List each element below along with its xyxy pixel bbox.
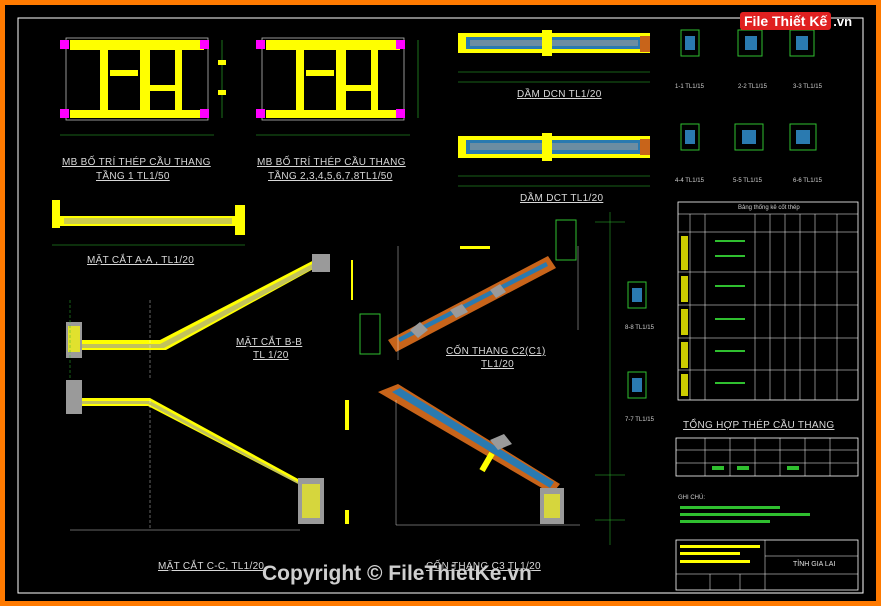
section-label-2-2: 2-2 TL1/15 xyxy=(738,84,767,90)
flight-c2 xyxy=(359,219,579,360)
section-cc-title: MẶT CẮT C-C, TL1/20 xyxy=(158,561,265,572)
plan-1 xyxy=(60,37,226,136)
flight-c3-title: CỐN THANG C3 TL1/20 xyxy=(426,561,541,572)
small-section-details xyxy=(627,29,817,399)
dimension-lines xyxy=(595,212,625,545)
logo-mark: File Thiết Kế xyxy=(740,12,832,30)
flight-c3 xyxy=(378,384,580,526)
steel-summary-title: TỔNG HỢP THÉP CẦU THANG xyxy=(683,420,835,431)
plan-1-title-line2: TẦNG 1 TL1/50 xyxy=(96,171,170,182)
sheet-border xyxy=(17,17,864,594)
section-aa-title: MẶT CẮT A-A , TL1/20 xyxy=(87,255,195,266)
beam-dcn-title: DẦM DCN TL1/20 xyxy=(517,89,602,100)
section-label-8-8: 8-8 TL1/15 xyxy=(625,325,654,331)
section-label-1-1: 1-1 TL1/15 xyxy=(675,84,704,90)
plan-1-title-line1: MB BỐ TRÍ THÉP CẦU THANG xyxy=(62,157,211,168)
site-logo[interactable]: File Thiết Kế .vn xyxy=(740,12,852,30)
copyright-watermark: Copyright © FileThietKe.vn xyxy=(262,562,532,585)
section-label-5-5: 5-5 TL1/15 xyxy=(733,178,762,184)
steel-table-title: Bảng thống kê cốt thép xyxy=(738,205,800,211)
section-label-6-6: 6-6 TL1/15 xyxy=(793,178,822,184)
steel-summary-table xyxy=(675,437,859,477)
section-label-3-3: 3-3 TL1/15 xyxy=(793,84,822,90)
section-aa xyxy=(52,200,245,246)
flight-c2-scale: TL1/20 xyxy=(481,359,514,370)
flight-c2-title: CỐN THANG C2(C1) xyxy=(446,346,546,357)
beam-dcn xyxy=(458,30,650,83)
steel-table xyxy=(677,201,859,401)
beam-dct xyxy=(458,133,650,187)
notes-title: GHI CHÚ: xyxy=(678,495,705,501)
plan-2-title-line1: MB BỐ TRÍ THÉP CẦU THANG xyxy=(257,157,406,168)
notes xyxy=(680,506,810,523)
plan-2 xyxy=(256,37,419,136)
title-block xyxy=(675,539,859,591)
section-bb-scale: TL 1/20 xyxy=(253,350,289,361)
section-label-4-4: 4-4 TL1/15 xyxy=(675,178,704,184)
section-label-7-7: 7-7 TL1/15 xyxy=(625,417,654,423)
section-cc xyxy=(66,380,349,531)
logo-suffix: .vn xyxy=(833,13,853,29)
beam-dct-title: DẦM DCT TL1/20 xyxy=(520,193,604,204)
plan-2-title-line2: TẦNG 2,3,4,5,6,7,8TL1/50 xyxy=(268,171,393,182)
section-bb xyxy=(66,254,353,380)
section-bb-title: MẶT CẮT B-B xyxy=(236,337,303,348)
title-block-name: TỈNH GIA LAI xyxy=(793,561,836,568)
